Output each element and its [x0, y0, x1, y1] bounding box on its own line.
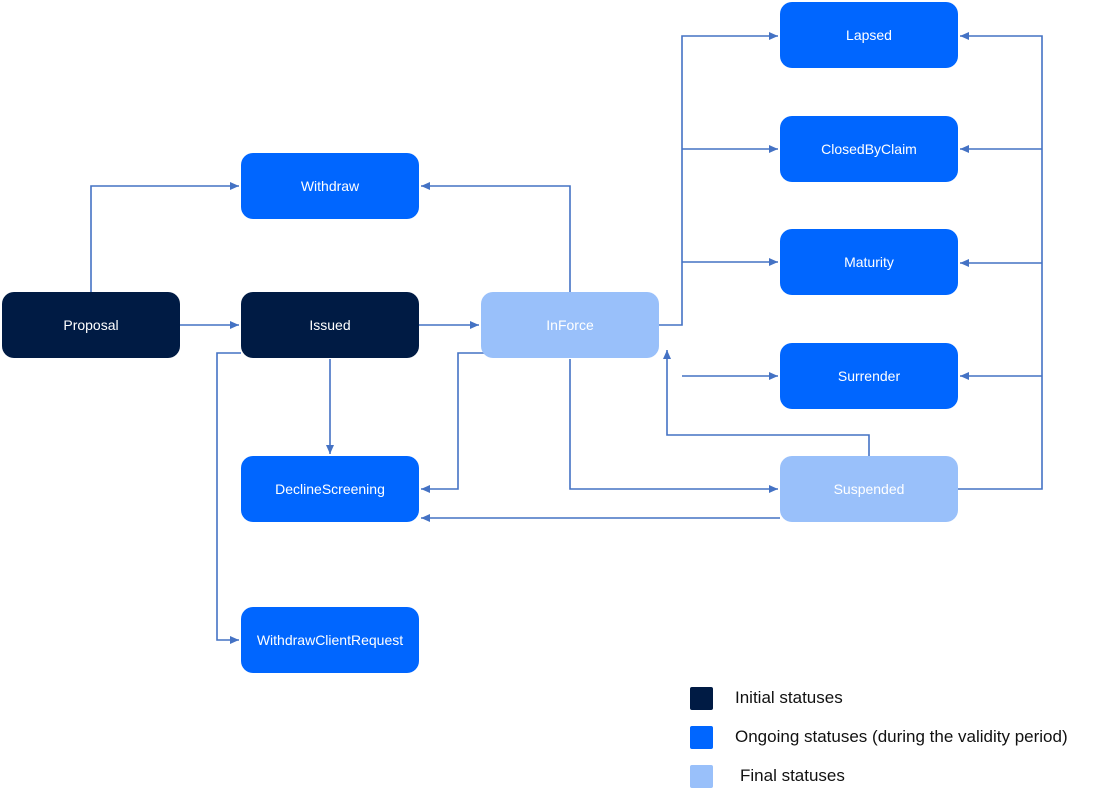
- node-lapsed-label: Lapsed: [846, 27, 892, 43]
- node-inforce-label: InForce: [546, 317, 594, 333]
- node-decline-screening-label: DeclineScreening: [275, 481, 385, 497]
- node-proposal: Proposal: [2, 292, 180, 358]
- connector-inforce-to-decline-screening: [421, 352, 486, 493]
- node-suspended: Suspended: [780, 456, 958, 522]
- legend-item-initial: Initial statuses: [690, 686, 843, 710]
- node-lapsed: Lapsed: [780, 2, 958, 68]
- connector-issued-to-withdraw-client-request: [216, 352, 241, 644]
- node-decline-screening: DeclineScreening: [241, 456, 419, 522]
- node-closed-by-claim: ClosedByClaim: [780, 116, 958, 182]
- node-closed-by-claim-label: ClosedByClaim: [821, 141, 917, 157]
- node-surrender-label: Surrender: [837, 368, 901, 384]
- connector-inforce-to-withdraw: [421, 182, 571, 292]
- legend-label-final: Final statuses: [740, 766, 845, 785]
- node-issued: Issued: [241, 292, 419, 358]
- legend-item-ongoing: Ongoing statuses (during the validity pe…: [690, 725, 1068, 749]
- node-proposal-label: Proposal: [63, 317, 119, 333]
- node-maturity: Maturity: [780, 229, 958, 295]
- node-withdraw-client-request-label: WithdrawClientRequest: [256, 632, 404, 648]
- node-suspended-label: Suspended: [833, 481, 905, 497]
- connector-suspended-to-inforce: [663, 350, 870, 456]
- node-withdraw: Withdraw: [241, 153, 419, 219]
- node-inforce: InForce: [481, 292, 659, 358]
- legend-label-initial: Initial statuses: [735, 688, 843, 707]
- legend-item-final: Final statuses: [690, 764, 845, 788]
- connector-proposal-to-withdraw: [90, 182, 239, 292]
- legend-swatch-final: [690, 764, 713, 788]
- connector-inforce-to-suspended: [569, 359, 778, 493]
- legend-swatch-initial: [690, 686, 713, 710]
- node-withdraw-client-request: WithdrawClientRequest: [241, 607, 419, 673]
- node-maturity-label: Maturity: [844, 254, 894, 270]
- node-withdraw-label: Withdraw: [300, 178, 360, 194]
- node-issued-label: Issued: [309, 317, 351, 333]
- legend-label-ongoing: Ongoing statuses (during the validity pe…: [735, 727, 1068, 746]
- node-surrender: Surrender: [780, 343, 958, 409]
- legend-swatch-ongoing: [690, 725, 713, 749]
- connector-inforce-to-lapsed: [659, 32, 778, 326]
